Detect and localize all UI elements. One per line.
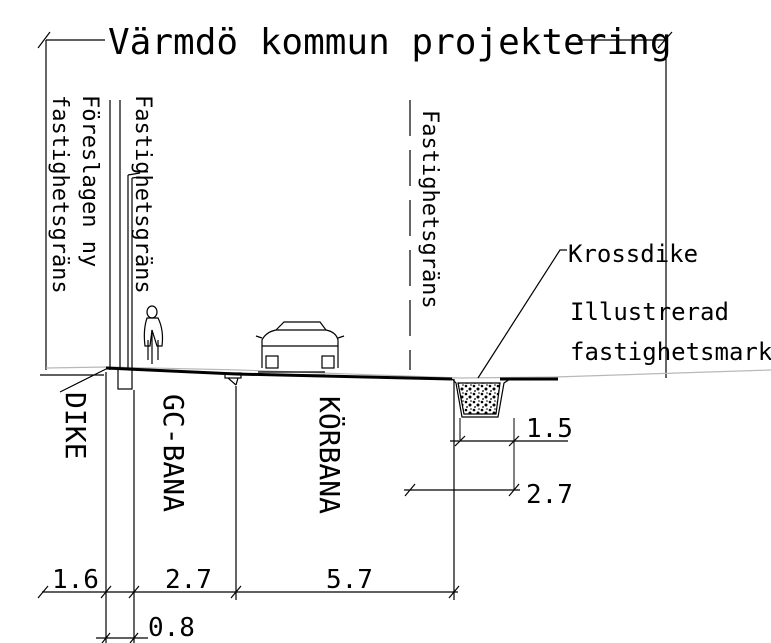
ground-line (45, 366, 771, 379)
label-proposed-boundary-line2: fastighetsgräns (47, 95, 72, 294)
label-illustrated-line2: fastighetsmark (570, 338, 771, 366)
car-icon (255, 321, 345, 369)
dim-ditch-width: 1.5 (526, 414, 573, 444)
dimension-lines (37, 435, 568, 643)
dim-road-width: 5.7 (326, 565, 373, 595)
label-boundary-left: Fastighetsgräns (130, 95, 155, 294)
label-krossdike: Krossdike (568, 240, 698, 268)
label-proposed-boundary-line1: Föreslagen ny (77, 95, 102, 267)
curb-icon (224, 372, 242, 386)
page-title: Värmdö kommun projektering (108, 22, 672, 63)
label-boundary-right: Fastighetsgräns (417, 110, 442, 309)
cyclist-icon (143, 305, 164, 364)
dike-slope (59, 368, 107, 393)
dim-ditch-offset: 2.7 (526, 480, 573, 510)
dim-gc-width: 2.7 (165, 565, 212, 595)
section-gc-bana: GC-BANA (157, 394, 190, 512)
crushed-stone-ditch-icon (451, 378, 511, 418)
dim-offset: 0.8 (148, 613, 195, 643)
section-korbana: KÖRBANA (313, 396, 347, 514)
title-frame (37, 31, 673, 378)
label-illustrated-line1: Illustrerad (570, 298, 729, 326)
dim-dike-width: 1.6 (52, 565, 99, 595)
section-dike: DIKE (59, 392, 92, 459)
krossdike-leader (477, 249, 567, 379)
street-lamp-icon (117, 172, 141, 390)
